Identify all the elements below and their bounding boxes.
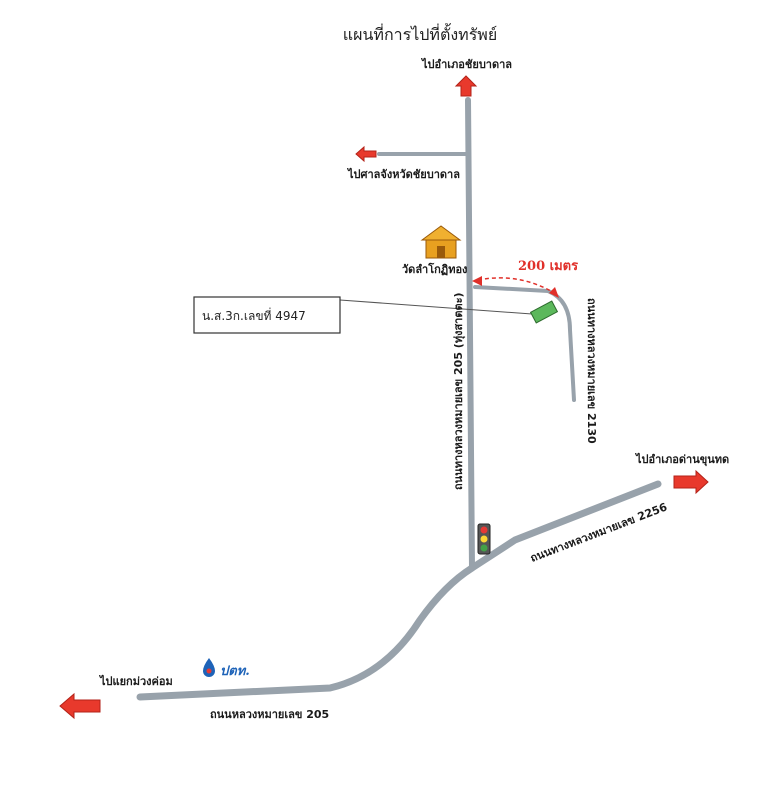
- gas-station-icon: [203, 658, 215, 677]
- road-label-side: ถนนทางหลวงหมายเลข 2130: [585, 298, 598, 444]
- property-label-box: [193, 296, 341, 334]
- distance-label: 200 เมตร: [518, 259, 578, 274]
- arrow-east: [673, 469, 709, 495]
- direction-east: ไปอำเภอด่านขุนทด: [634, 452, 729, 467]
- road-main-vertical: [465, 97, 475, 571]
- direction-north: ไปอำเภอชัยบาดาล: [420, 57, 512, 71]
- temple-label: วัดลำโกฏิทอง: [402, 262, 467, 276]
- property-label: น.ส.3ก.เลขที่ 4947: [202, 307, 306, 323]
- direction-west-upper: ไปศาลจังหวัดชัยบาดาล: [346, 167, 460, 181]
- distance-arrow-head-left: [472, 276, 482, 286]
- road-label-main-vertical: ถนนทางหลวงหมายเลข 205 (ทุ่งสาตตะ): [452, 292, 466, 490]
- road-label-bottom: ถนนหลวงหมายเลข 205: [210, 708, 329, 721]
- property-pointer-line: [339, 299, 533, 315]
- arrow-west-upper: [355, 145, 377, 163]
- temple-icon: [420, 225, 462, 259]
- gas-station-label: ปตท.: [220, 664, 250, 679]
- road-bottom-205: [136, 564, 476, 701]
- arrow-north: [454, 75, 478, 97]
- map-title: แผนที่การไปที่ตั้งทรัพย์: [343, 23, 497, 44]
- traffic-light-icon: [477, 523, 491, 555]
- distance-arrow-head-right: [549, 287, 559, 298]
- distance-arrow: [477, 277, 557, 295]
- arrow-southwest: [59, 692, 101, 720]
- property-marker: [529, 300, 559, 324]
- road-side-2130: [473, 285, 576, 402]
- road-east-2256: [468, 480, 662, 572]
- direction-southwest: ไปแยกม่วงค่อม: [98, 674, 173, 688]
